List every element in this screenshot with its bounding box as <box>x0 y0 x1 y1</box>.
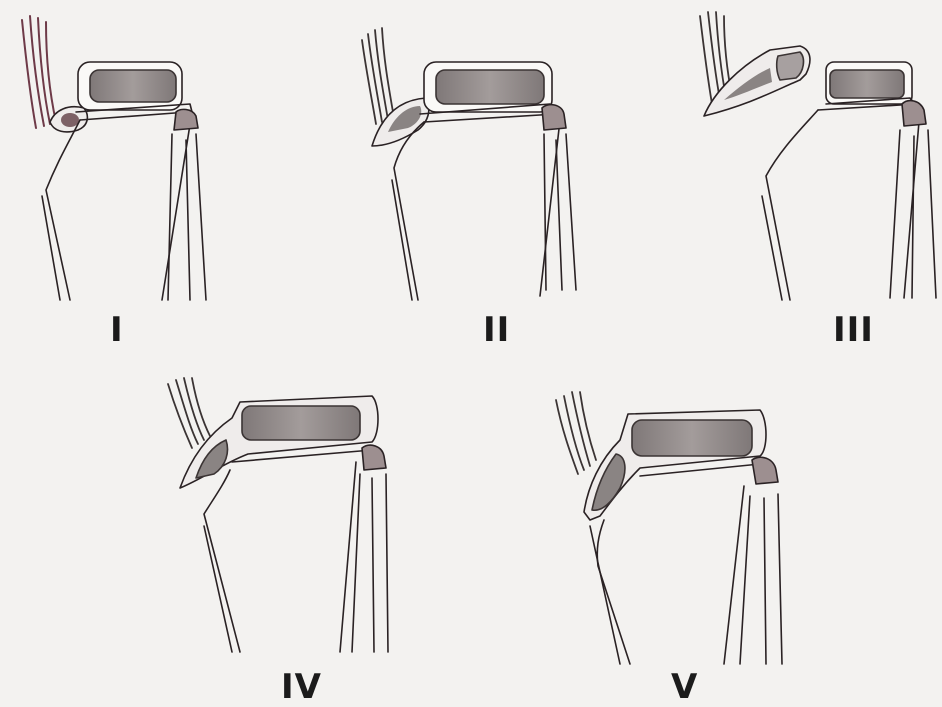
tendon-II <box>362 28 394 124</box>
panel-II-drawing <box>362 28 576 300</box>
panel-label-IV: IV <box>281 670 322 704</box>
panel-IV-drawing <box>168 378 388 652</box>
panel-I-drawing <box>22 16 206 300</box>
panel-label-V: V <box>671 670 698 704</box>
panel-label-I: I <box>110 313 124 347</box>
tendon-V <box>556 392 596 474</box>
tendon-IV <box>168 378 210 448</box>
panel-label-II: II <box>483 313 510 347</box>
panel-V-drawing <box>556 392 782 664</box>
panel-label-III: III <box>833 313 874 347</box>
panel-III-drawing <box>700 12 936 300</box>
tendon-I <box>22 16 56 128</box>
